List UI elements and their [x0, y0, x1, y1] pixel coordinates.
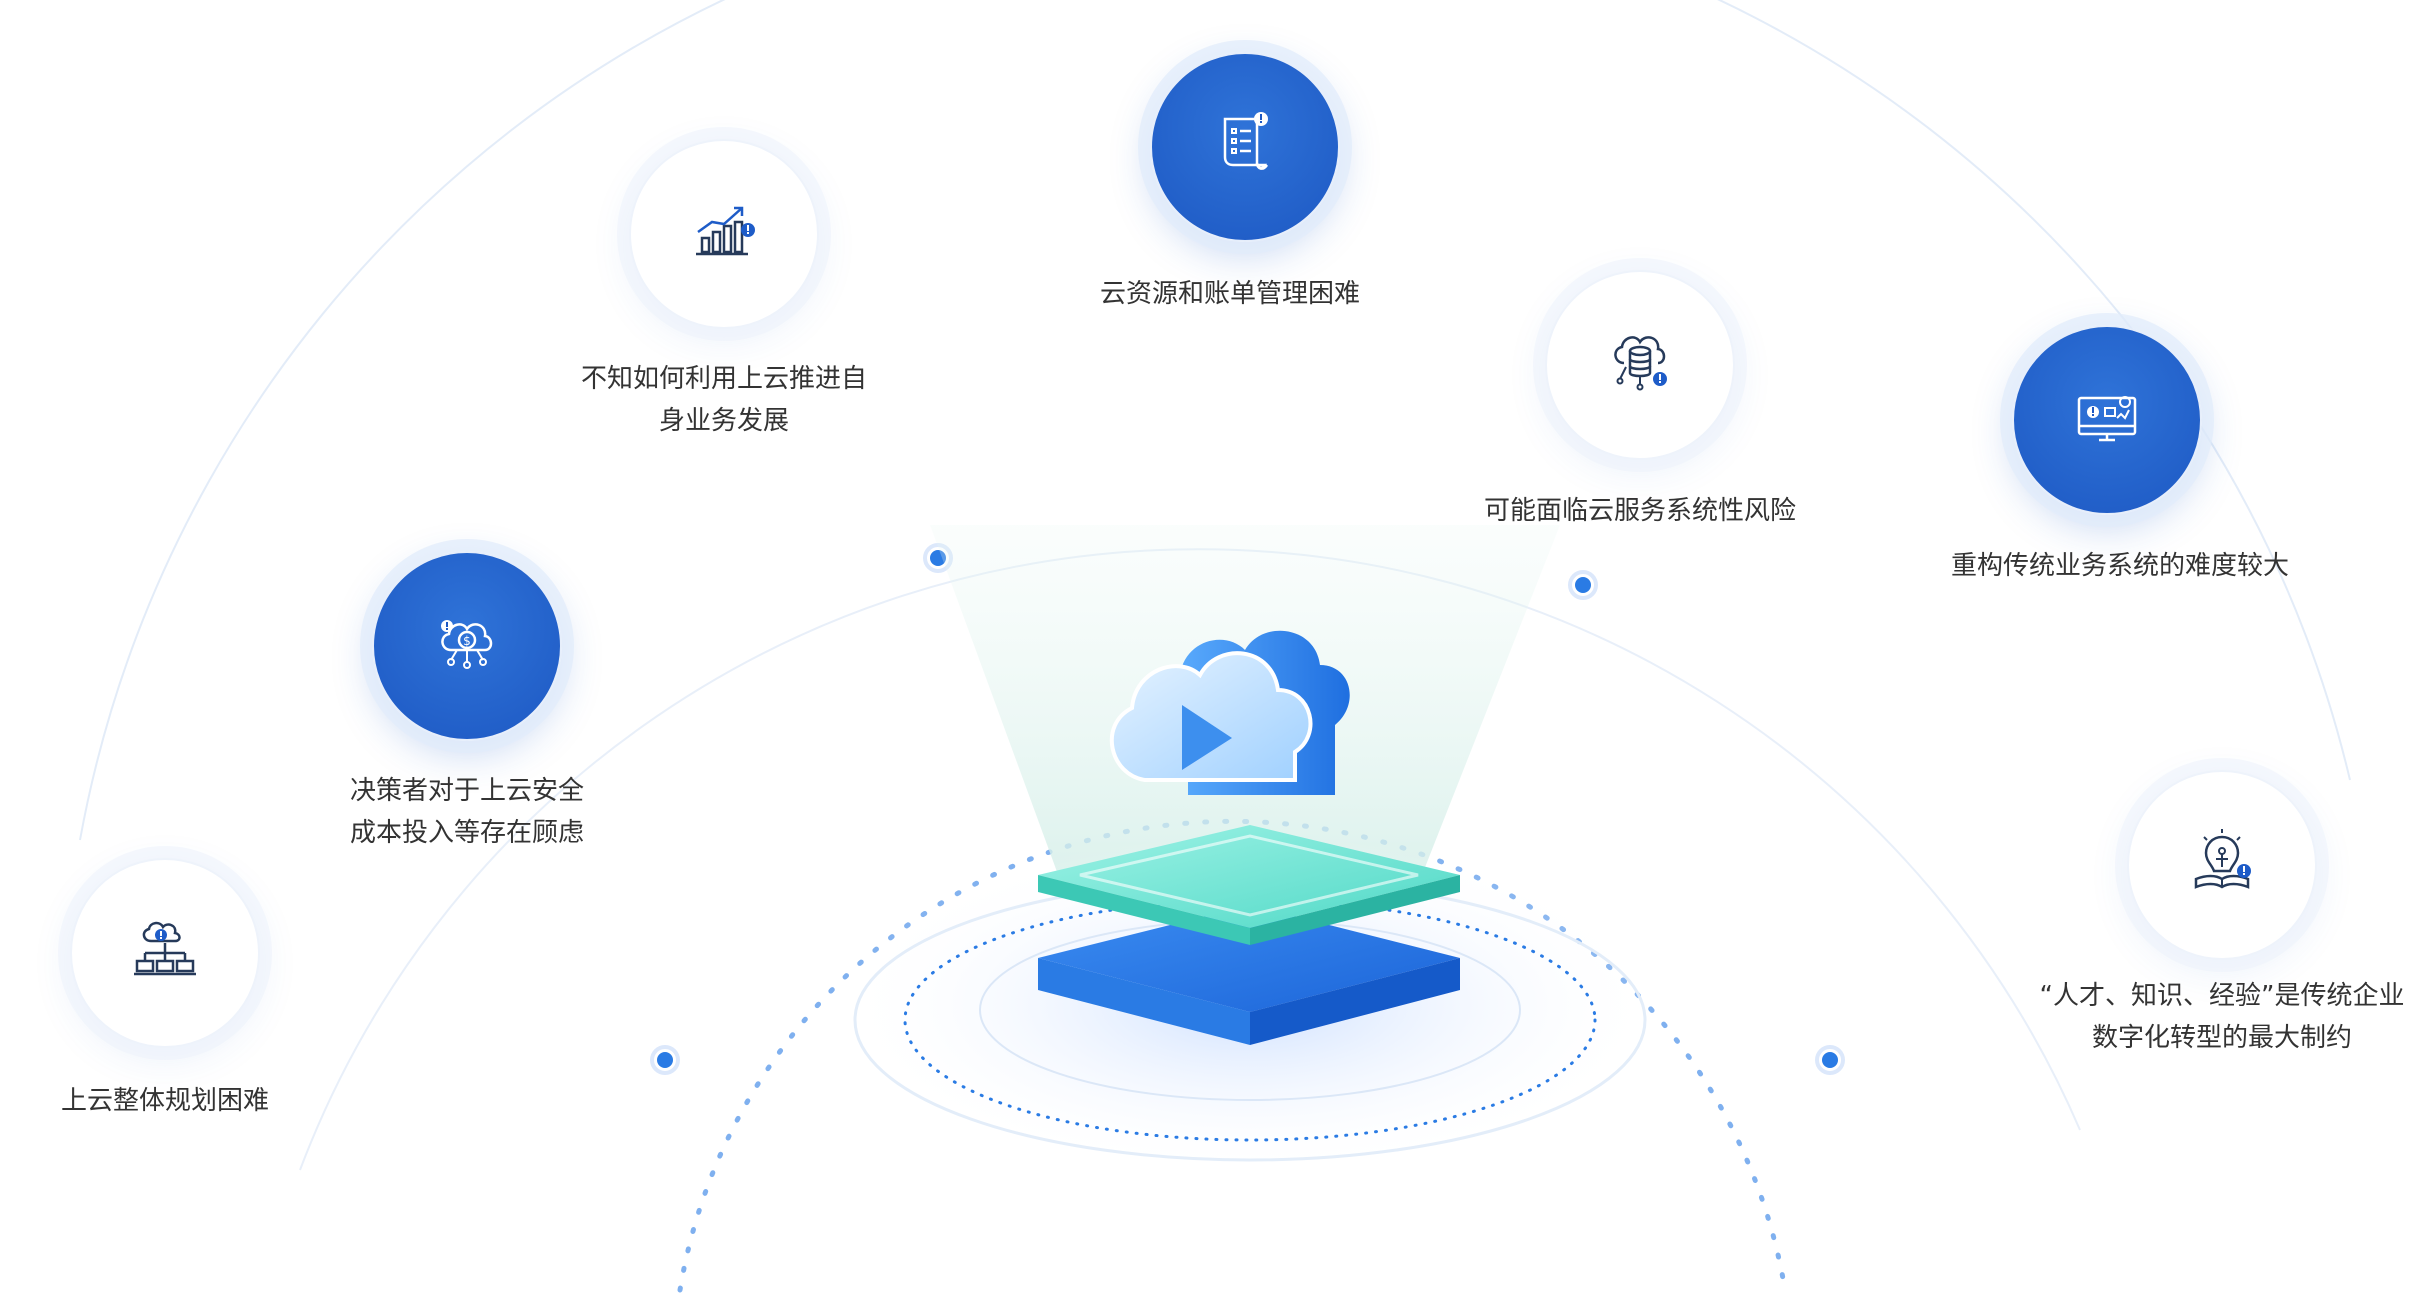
challenge-label-line: 成本投入等存在顾虑: [349, 818, 585, 848]
challenge-label-overall-planning: 上云整体规划困难: [61, 1080, 269, 1122]
challenge-node-talent-knowledge: [2127, 770, 2317, 960]
challenge-label-billing-management: 云资源和账单管理困难: [1100, 273, 1360, 315]
challenge-node-billing-management: [1150, 52, 1340, 242]
challenge-label-line: 可能面临云服务系统性风险: [1483, 496, 1797, 526]
challenge-label-line: 云资源和账单管理困难: [1099, 279, 1361, 309]
cloud-database-icon: [1600, 323, 1680, 407]
challenge-label-line: “人才、知识、经验”是传统企业: [2039, 981, 2405, 1011]
challenge-label-line: 数字化转型的最大制约: [2091, 1023, 2353, 1053]
challenge-node-service-risk: [1545, 270, 1735, 460]
outer-arc: [79, 0, 2351, 841]
monitor-settings-icon: [2067, 378, 2147, 462]
growth-chart-icon: [684, 192, 764, 276]
center-platform: [840, 525, 1660, 1175]
challenge-label-line: 身业务发展: [658, 406, 790, 436]
challenge-label-security-cost: 决策者对于上云安全成本投入等存在顾虑: [350, 770, 584, 854]
cloud-cost-icon: $: [427, 604, 507, 688]
document-list-icon: [1205, 105, 1285, 189]
svg-text:$: $: [463, 634, 471, 648]
challenge-node-security-cost: $: [372, 551, 562, 741]
cloud-network-icon: [125, 911, 205, 995]
challenge-label-service-risk: 可能面临云服务系统性风险: [1484, 490, 1796, 532]
challenge-node-legacy-rebuild: [2012, 325, 2202, 515]
challenge-label-line: 决策者对于上云安全: [349, 776, 585, 806]
challenge-label-line: 上云整体规划困难: [60, 1086, 270, 1116]
challenge-node-business-growth: [629, 139, 819, 329]
challenge-label-legacy-rebuild: 重构传统业务系统的难度较大: [1951, 545, 2289, 587]
challenge-node-overall-planning: [70, 858, 260, 1048]
challenge-label-line: 重构传统业务系统的难度较大: [1950, 551, 2290, 581]
challenge-label-talent-knowledge: “人才、知识、经验”是传统企业数字化转型的最大制约: [2040, 975, 2405, 1059]
challenge-label-business-growth: 不知如何利用上云推进自身业务发展: [581, 358, 867, 442]
challenge-label-line: 不知如何利用上云推进自: [580, 364, 868, 394]
lightbulb-book-icon: [2182, 823, 2262, 907]
ring-markers: [650, 543, 1845, 1075]
